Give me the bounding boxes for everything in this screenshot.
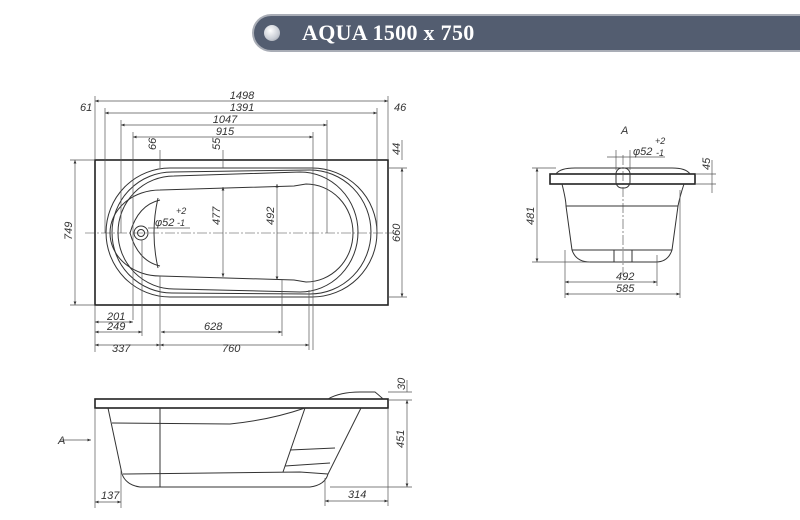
rim-outline	[94, 159, 389, 306]
drain-tol-plus: +2	[176, 206, 186, 216]
dim-end-rim: 45	[701, 157, 713, 170]
dim-side-height: 451	[395, 430, 407, 448]
end-drain-tol-plus: +2	[655, 136, 665, 146]
drain-tol-minus: -1	[177, 218, 185, 228]
side-body	[107, 407, 362, 488]
page-title: AQUA 1500 x 750	[302, 20, 475, 45]
dim-inner-length: 1391	[230, 102, 254, 114]
dim-55: 55	[211, 137, 223, 150]
dim-1047: 1047	[213, 114, 238, 126]
side-rim	[94, 398, 389, 409]
dim-201: 201	[106, 311, 125, 323]
dim-337: 337	[112, 343, 131, 355]
end-drain-label: φ52	[633, 146, 652, 158]
dim-492: 492	[265, 207, 277, 225]
dim-46: 46	[394, 102, 407, 114]
end-rim	[549, 173, 696, 185]
dim-inner-width: 660	[391, 223, 403, 242]
bullet-icon	[264, 25, 280, 41]
dim-249: 249	[106, 321, 125, 333]
end-view: A 481 45 492 585 φ52 +2 -1	[525, 125, 716, 298]
dim-760: 760	[222, 343, 241, 355]
dim-side-rim: 30	[396, 377, 408, 390]
dim-overall-length: 1498	[230, 90, 255, 102]
end-drain-tol-minus: -1	[656, 148, 664, 158]
dim-44: 44	[391, 143, 403, 155]
side-view: A 30 451 137 314	[57, 377, 412, 508]
bowl-inner	[109, 183, 354, 283]
view-label-a: A	[620, 125, 628, 137]
drain-diameter-label: φ52	[155, 217, 174, 229]
title-banner: AQUA 1500 x 750	[254, 16, 800, 50]
dim-61: 61	[80, 102, 92, 114]
dim-end-height: 481	[525, 207, 537, 225]
dim-477: 477	[211, 206, 223, 225]
dim-overall-width: 749	[63, 222, 75, 240]
side-view-label-a: A	[57, 435, 65, 447]
dim-915: 915	[216, 126, 235, 138]
dim-66: 66	[147, 137, 159, 150]
top-view: 1498 1391 1047 915 61 46 66 55 44 749 66…	[63, 90, 407, 355]
dim-628: 628	[204, 321, 223, 333]
dim-side-left: 137	[101, 490, 120, 502]
dim-side-right: 314	[348, 489, 366, 501]
dim-end-bottom-width: 492	[616, 271, 634, 283]
dim-end-width: 585	[616, 283, 635, 295]
bowl-outer	[105, 167, 378, 298]
